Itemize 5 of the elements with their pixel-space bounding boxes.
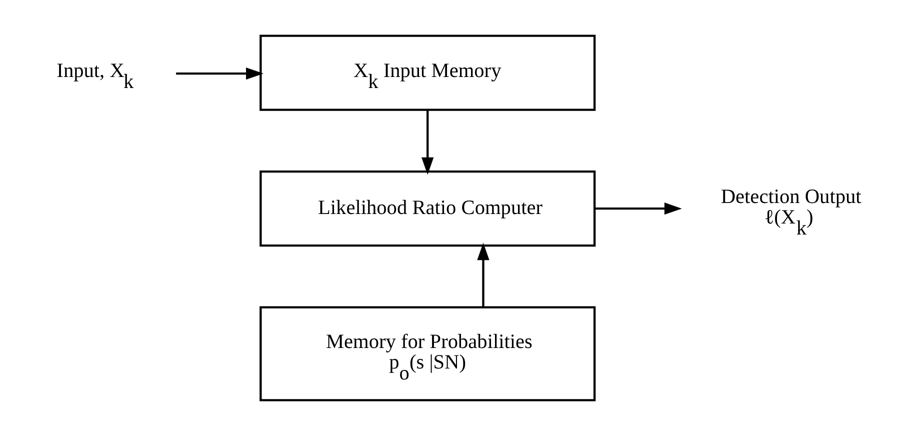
arrow xyxy=(176,67,264,80)
arrow xyxy=(422,110,434,175)
arrow xyxy=(594,202,682,215)
node-box: Likelihood Ratio Computer xyxy=(260,170,596,247)
arrow xyxy=(477,242,490,307)
